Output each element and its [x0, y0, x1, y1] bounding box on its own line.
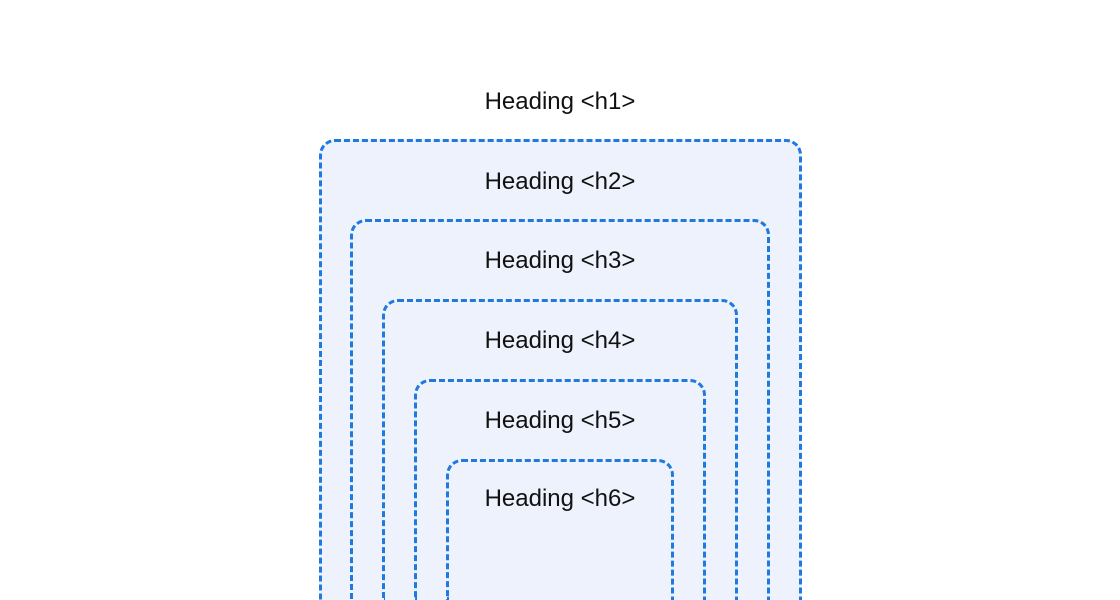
- heading-h2-label: Heading <h2>: [484, 168, 636, 195]
- heading-h3-label: Heading <h3>: [484, 247, 636, 274]
- heading-h4-label: Heading <h4>: [484, 327, 636, 354]
- heading-h1-label: Heading <h1>: [484, 88, 636, 115]
- heading-h6-label: Heading <h6>: [484, 485, 636, 512]
- heading-h5-label: Heading <h5>: [484, 407, 636, 434]
- heading-h6-container: [446, 459, 674, 600]
